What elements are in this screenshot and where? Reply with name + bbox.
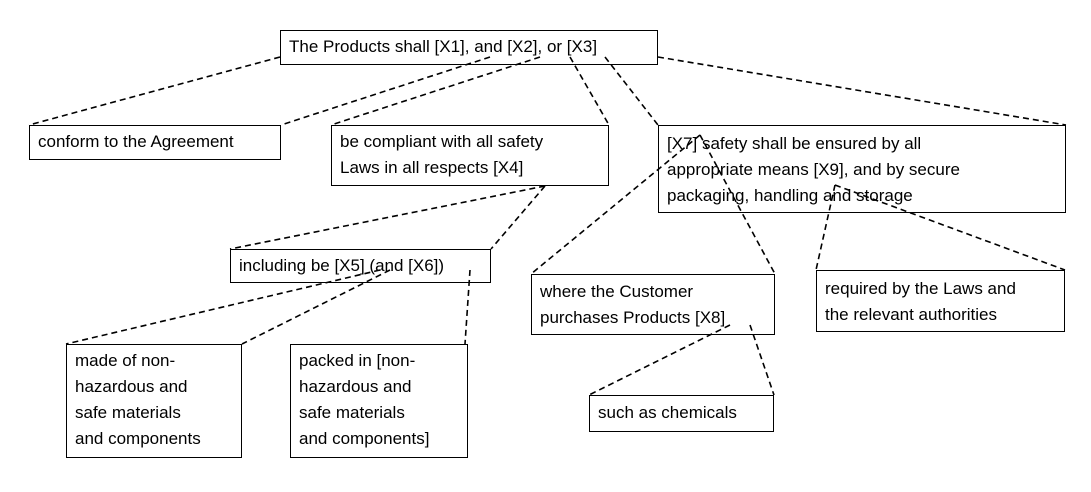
connector-n5-to-n8-right	[241, 269, 391, 345]
node-packed-in-materials: packed in [non- hazardous and safe mater…	[290, 344, 468, 458]
node-line: including be [X5] (and [X6])	[239, 256, 445, 275]
connector-n4-to-n7-left	[815, 184, 836, 271]
node-line: purchases Products [X8]	[540, 308, 726, 327]
node-required-by-laws: required by the Laws and the relevant au…	[816, 270, 1065, 332]
node-line: [X7] safety shall be ensured by all	[667, 134, 922, 153]
node-line: and components]	[299, 429, 430, 448]
connector-n4-to-n6-left	[530, 134, 701, 275]
connector-n1-to-n3-left	[330, 56, 541, 126]
node-line: conform to the Agreement	[38, 132, 234, 151]
node-line: packed in [non-	[299, 351, 416, 370]
connector-n6-to-n10-right	[749, 324, 775, 396]
node-line: appropriate means [X9], and by secure	[667, 160, 960, 179]
node-line: safe materials	[75, 403, 181, 422]
connector-n3-to-n5-right	[490, 185, 546, 250]
connector-n1-to-n3-right	[569, 56, 610, 126]
node-x7-safety-ensured: [X7] safety shall be ensured by all appr…	[658, 125, 1066, 213]
node-such-as-chemicals: such as chemicals	[589, 395, 774, 432]
connector-n3-to-n5-left	[229, 185, 546, 250]
node-products-shall: The Products shall [X1], and [X2], or [X…	[280, 30, 658, 65]
node-line: where the Customer	[540, 282, 694, 301]
connector-n6-to-n10-left	[588, 324, 731, 396]
node-conform-agreement: conform to the Agreement	[29, 125, 281, 160]
node-line: and components	[75, 429, 201, 448]
node-line: required by the Laws and	[825, 279, 1016, 298]
node-line: hazardous and	[75, 377, 188, 396]
connector-n1-to-n2-left	[28, 56, 281, 126]
node-line: The Products shall [X1], and [X2], or [X…	[289, 37, 598, 56]
connector-n1-to-n2-right	[280, 56, 491, 126]
connector-n1-to-n4-left	[604, 56, 659, 126]
node-line: the relevant authorities	[825, 305, 997, 324]
node-line: be compliant with all safety	[340, 132, 544, 151]
node-line: Laws in all respects [X4]	[340, 158, 524, 177]
node-customer-purchases: where the Customer purchases Products [X…	[531, 274, 775, 335]
node-made-of-materials: made of non- hazardous and safe material…	[66, 344, 242, 458]
connector-n1-to-n4-right	[657, 56, 1067, 126]
node-compliant-safety-laws: be compliant with all safety Laws in all…	[331, 125, 609, 186]
node-line: such as chemicals	[598, 403, 737, 422]
node-including-x5-x6: including be [X5] (and [X6])	[230, 249, 491, 283]
connector-n4-to-n6-right	[699, 134, 776, 275]
node-line: packaging, handling and storage	[667, 186, 913, 205]
node-line: hazardous and	[299, 377, 412, 396]
connector-n4-to-n7-right	[834, 184, 1066, 271]
node-line: safe materials	[299, 403, 405, 422]
node-line: made of non-	[75, 351, 176, 370]
